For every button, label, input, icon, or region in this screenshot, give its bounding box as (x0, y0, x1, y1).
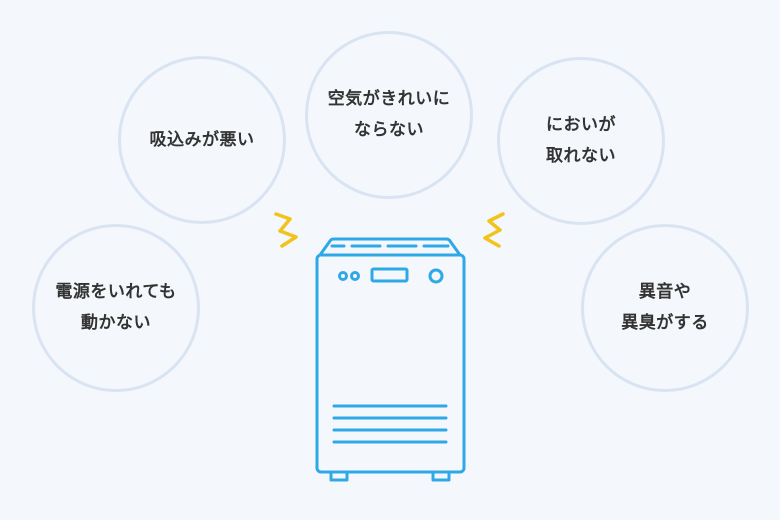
bubble-text: 電源をいれても 動かない (55, 277, 176, 339)
bubble-line: 異臭がする (621, 313, 709, 333)
bubble-line: ならない (354, 120, 424, 140)
bubble-wont-start: 電源をいれても 動かない (32, 224, 200, 392)
bubble-air-not-clean: 空気がきれいに ならない (305, 31, 473, 199)
bubble-odor-not-removed: においが 取れない (497, 57, 665, 225)
air-purifier-icon (315, 237, 466, 482)
bubble-line: 動かない (80, 313, 151, 333)
bubble-text: 空気がきれいに ならない (328, 84, 451, 146)
bubble-text: 吸込みが悪い (150, 125, 255, 156)
bubble-line: 取れない (546, 146, 616, 166)
bubble-line: 電源をいれても (55, 282, 177, 302)
bubble-line: 空気がきれいに (327, 89, 451, 109)
spark-left-icon (274, 212, 298, 248)
bubble-text: 異音や 異臭がする (621, 277, 709, 339)
bubble-suction-weak: 吸込みが悪い (118, 56, 286, 224)
bubble-strange-noise: 異音や 異臭がする (581, 224, 749, 392)
bubble-line: においが (546, 115, 616, 135)
spark-right-icon (483, 212, 505, 248)
bubble-line: 吸込みが悪い (149, 129, 255, 150)
bubble-text: においが 取れない (546, 110, 616, 172)
bubble-line: 異音や (638, 282, 692, 302)
